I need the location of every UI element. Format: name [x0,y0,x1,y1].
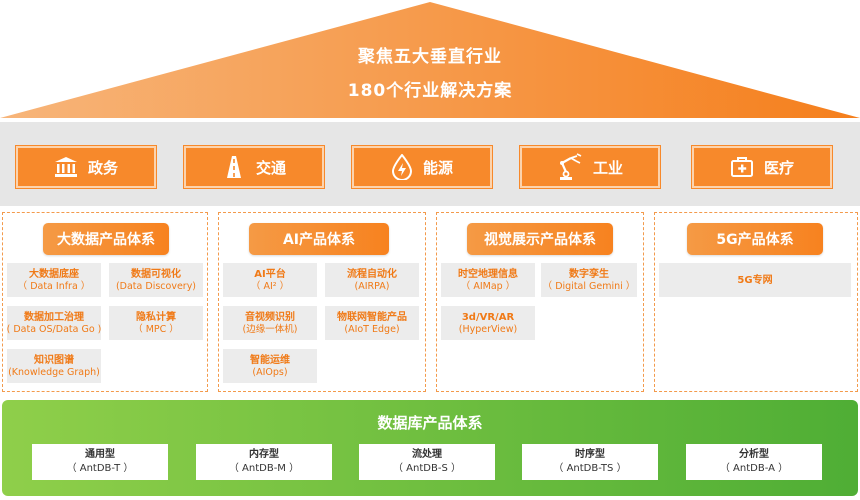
database-code: （ AntDB-T ） [66,463,134,474]
panel-title: 视觉展示产品体系 [467,223,613,255]
industry-label: 交通 [255,158,286,177]
road-icon [222,155,246,179]
database-cell[interactable]: 流处理 （ AntDB-S ） [359,444,495,480]
product-code: （ MPC ） [133,323,179,335]
robot-arm-icon [557,153,583,181]
panel-visual: 视觉展示产品体系 时空地理信息 （ AIMap ） 数字孪生 （ Digital… [436,212,644,392]
government-building-icon [54,156,78,178]
database-cell[interactable]: 内存型 （ AntDB-M ） [196,444,332,480]
product-code: （ AI² ） [250,280,290,292]
industry-government[interactable]: 政务 [15,145,157,189]
panel-ai: AI产品体系 AI平台 （ AI² ） 流程自动化 (AIRPA) 音视频识别 … [218,212,426,392]
product-code: ( Data OS/Data Go ) [6,323,102,335]
product-code: （ Digital Gemini ） [542,280,636,292]
energy-drop-icon [391,154,413,180]
roof-banner: 聚焦五大垂直行业 180个行业解决方案 [0,0,860,122]
product-code: (AIOps) [252,366,288,378]
product-name: 物联网智能产品 [337,311,407,323]
database-title: 数据库产品体系 [377,414,483,432]
product-cell[interactable]: 物联网智能产品 (AIoT Edge) [325,306,419,340]
product-code: (HyperView) [458,323,518,335]
database-code: （ AntDB-M ） [228,463,300,474]
database-code: （ AntDB-TS ） [553,463,627,474]
product-code: (AIoT Edge) [344,323,400,335]
product-cell[interactable]: 知识图谱 (Knowledge Graph) [7,349,101,383]
product-name: 数字孪生 [569,268,609,280]
product-name: 时空地理信息 [458,268,518,280]
roof-subtitle: 180个行业解决方案 [347,81,513,101]
product-name: 3d/VR/AR [461,311,515,323]
product-cell[interactable]: 流程自动化 (AIRPA) [325,263,419,297]
industry-transport[interactable]: 交通 [183,145,325,189]
product-name: 数据可视化 [131,268,181,280]
product-cell[interactable]: 音视频识别 (边缘一体机) [223,306,317,340]
database-name: 内存型 [249,449,279,460]
database-name: 通用型 [85,449,115,460]
industry-energy[interactable]: 能源 [351,145,493,189]
product-name: 隐私计算 [136,311,176,323]
database-name: 时序型 [575,449,605,460]
industry-manufacturing[interactable]: 工业 [519,145,661,189]
database-cell[interactable]: 时序型 （ AntDB-TS ） [522,444,658,480]
database-code: （ AntDB-S ） [393,463,461,474]
panel-bigdata: 大数据产品体系 大数据底座 （ Data Infra ） 数据可视化 (Data… [2,212,208,392]
industry-label: 工业 [592,158,623,177]
product-cell[interactable]: 5G专网 [659,263,851,297]
product-name: 智能运维 [250,354,290,366]
panel-title: AI产品体系 [249,223,389,255]
product-code: (Data Discovery) [115,280,197,292]
product-code: （ AIMap ） [460,280,516,292]
product-name: 流程自动化 [347,268,397,280]
product-cell[interactable]: 大数据底座 （ Data Infra ） [7,263,101,297]
product-cell[interactable]: 3d/VR/AR (HyperView) [441,306,535,340]
product-cell[interactable]: 智能运维 (AIOps) [223,349,317,383]
product-code: (Knowledge Graph) [8,366,100,378]
roof-title: 聚焦五大垂直行业 [358,47,502,67]
database-cell[interactable]: 分析型 （ AntDB-A ） [686,444,822,480]
product-name: 5G专网 [737,274,773,286]
product-name: AI平台 [254,268,286,280]
industry-label: 能源 [422,158,453,177]
product-name: 音视频识别 [245,311,295,323]
product-cell[interactable]: 时空地理信息 （ AIMap ） [441,263,535,297]
product-code: （ Data Infra ） [17,280,91,292]
product-name: 大数据底座 [29,268,79,280]
database-name: 流处理 [412,449,442,460]
product-code: (AIRPA) [354,280,390,292]
panel-5g: 5G产品体系 5G专网 [654,212,858,392]
product-cell[interactable]: AI平台 （ AI² ） [223,263,317,297]
roof-shape [0,2,860,118]
medical-kit-icon [730,156,754,178]
product-cell[interactable]: 数字孪生 （ Digital Gemini ） [541,263,637,297]
database-name: 分析型 [739,449,769,460]
product-code: (边缘一体机) [242,323,298,335]
product-cell[interactable]: 隐私计算 （ MPC ） [109,306,203,340]
industry-medical[interactable]: 医疗 [691,145,833,189]
panel-title: 大数据产品体系 [43,223,169,255]
product-name: 数据加工治理 [24,311,84,323]
industry-label: 政务 [87,158,118,177]
industry-label: 医疗 [763,158,794,177]
database-band: 数据库产品体系 通用型 （ AntDB-T ） 内存型 （ AntDB-M ） … [2,400,858,496]
industry-band: 政务 交通 能源 工业 医疗 [0,122,860,206]
database-cell[interactable]: 通用型 （ AntDB-T ） [32,444,168,480]
product-name: 知识图谱 [34,354,74,366]
product-cell[interactable]: 数据可视化 (Data Discovery) [109,263,203,297]
panel-title: 5G产品体系 [687,223,823,255]
product-cell[interactable]: 数据加工治理 ( Data OS/Data Go ) [7,306,101,340]
database-code: （ AntDB-A ） [719,463,789,474]
